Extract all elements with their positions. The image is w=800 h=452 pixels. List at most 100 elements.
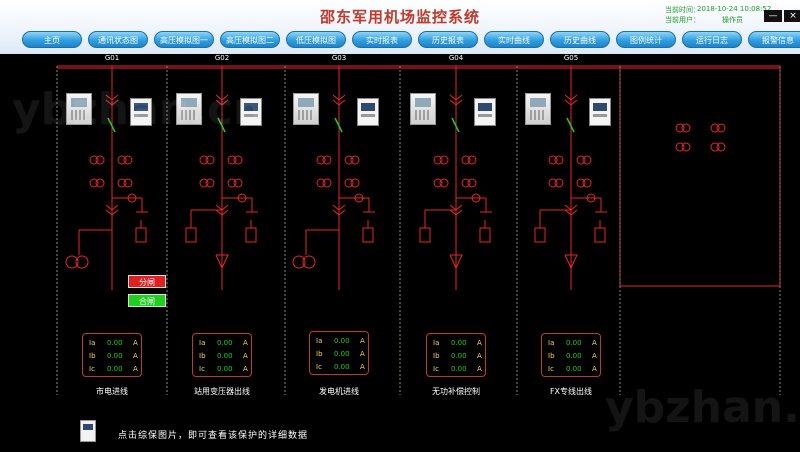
disconnect-bot2-5 — [564, 209, 578, 216]
nav-button-10[interactable]: 图例统计 — [616, 31, 676, 48]
current-unit: A — [243, 352, 248, 360]
ct-b-4-1 — [467, 155, 477, 165]
ct-3-2 — [316, 178, 326, 188]
disconnect-bot2-2 — [215, 209, 229, 216]
current-unit: A — [243, 339, 248, 347]
tie-ct-b-1 — [681, 142, 691, 152]
breaker-5 — [566, 117, 575, 133]
tie-ct-1 — [675, 142, 685, 152]
single-line-diagram — [56, 65, 781, 395]
relay-device-3[interactable] — [293, 93, 319, 125]
nav-button-1[interactable]: 主页 — [22, 31, 82, 48]
ct-b-1-3 — [123, 178, 133, 188]
bus-label-3: G03 — [331, 54, 347, 62]
nav-button-9[interactable]: 历史曲线 — [550, 31, 610, 48]
ct-3-3 — [344, 178, 354, 188]
current-label: Ib — [89, 352, 96, 360]
nav-button-7[interactable]: 历史报表 — [418, 31, 478, 48]
bus-label-4: G04 — [448, 54, 464, 62]
disconnect-top2-5 — [564, 99, 578, 106]
current-unit: A — [592, 352, 597, 360]
current-value: 0.00 — [334, 337, 350, 345]
pt-b-1 — [75, 255, 89, 269]
disconnect-top-3 — [332, 94, 346, 101]
current-value: 0.00 — [217, 339, 233, 347]
relay-device-1[interactable] — [66, 93, 92, 125]
nav-button-4[interactable]: 高压模拟图二 — [220, 31, 280, 48]
disconnect-bot2-3 — [332, 209, 346, 216]
current-unit: A — [477, 365, 482, 373]
user-label: 当前用户： — [665, 16, 700, 24]
ct-b-4-3 — [467, 178, 477, 188]
close-button[interactable]: × — [784, 10, 800, 22]
pt-a-3 — [292, 255, 306, 269]
relay-device-4[interactable] — [410, 93, 436, 125]
ct-b-1-2 — [95, 178, 105, 188]
nav-button-3[interactable]: 高压模拟图一 — [154, 31, 214, 48]
current-value: 0.00 — [451, 352, 467, 360]
current-unit: A — [477, 352, 482, 360]
current-value: 0.00 — [566, 352, 582, 360]
meter-device-1 — [130, 98, 152, 126]
nav-button-5[interactable]: 低压模拟图 — [286, 31, 346, 48]
ct-1-1 — [117, 155, 127, 165]
current-label: Ia — [316, 337, 323, 345]
current-label: Ic — [89, 365, 95, 373]
hint-text: 点击综保图片，即可查看该保护的详细数据 — [118, 431, 309, 441]
ct-b-1-1 — [123, 155, 133, 165]
ct-5-1 — [576, 155, 586, 165]
header-bar: 邵东军用机场监控系统 当前时间： 2018-10-24 10:08:52 当前用… — [0, 0, 800, 54]
relay-device-5[interactable] — [525, 93, 551, 125]
current-label: Ib — [548, 352, 555, 360]
diagram-lines — [56, 65, 781, 395]
ct-b-2-0 — [205, 155, 215, 165]
nav-button-12[interactable]: 报警信息 — [748, 31, 800, 48]
arrester-l-4 — [419, 227, 431, 243]
time-value: 2018-10-24 10:08:52 — [697, 5, 772, 13]
current-value: 0.00 — [451, 339, 467, 347]
current-label: Ib — [199, 352, 206, 360]
disconnect-top2-1 — [105, 99, 119, 106]
disconnect-top-1 — [105, 94, 119, 101]
open-breaker-button[interactable]: 分闸 — [128, 275, 166, 288]
nav-button-6[interactable]: 实时报表 — [352, 31, 412, 48]
relay-device-2[interactable] — [176, 93, 202, 125]
breaker-4 — [451, 117, 460, 133]
ct-4-0 — [433, 155, 443, 165]
current-value: 0.00 — [107, 365, 123, 373]
bus-label-1: G01 — [104, 54, 120, 62]
disconnect-top-2 — [215, 94, 229, 101]
disconnect-bot2-4 — [449, 209, 463, 216]
tie-ct-3 — [710, 142, 720, 152]
ct-4-3 — [461, 178, 471, 188]
minimize-button[interactable]: — — [764, 10, 782, 22]
current-value: 0.00 — [217, 352, 233, 360]
current-label: Ic — [548, 365, 554, 373]
bus-label-5: G05 — [563, 54, 579, 62]
breaker-3 — [334, 117, 343, 133]
close-breaker-button[interactable]: 合闸 — [128, 294, 166, 307]
current-label: Ic — [433, 365, 439, 373]
nav-button-11[interactable]: 运行日志 — [682, 31, 742, 48]
disconnect-top2-3 — [332, 99, 346, 106]
disconnect-top-5 — [564, 94, 578, 101]
current-unit: A — [592, 365, 597, 373]
ct-5-3 — [576, 178, 586, 188]
bus-label-2: G02 — [214, 54, 230, 62]
ct-b-5-0 — [554, 155, 564, 165]
nav-button-2[interactable]: 通讯状态图 — [88, 31, 148, 48]
ct-b-5-1 — [582, 155, 592, 165]
current-unit: A — [133, 339, 138, 347]
ct-1-2 — [89, 178, 99, 188]
ct-b-3-3 — [350, 178, 360, 188]
current-value: 0.00 — [566, 365, 582, 373]
arrester-2 — [245, 227, 257, 243]
nav-button-8[interactable]: 实时曲线 — [484, 31, 544, 48]
disconnect-top-4 — [449, 94, 463, 101]
tie-ct-b-2 — [716, 123, 726, 133]
current-value: 0.00 — [334, 350, 350, 358]
current-label: Ib — [316, 350, 323, 358]
disconnect-bot-3 — [332, 204, 346, 211]
current-unit: A — [477, 339, 482, 347]
